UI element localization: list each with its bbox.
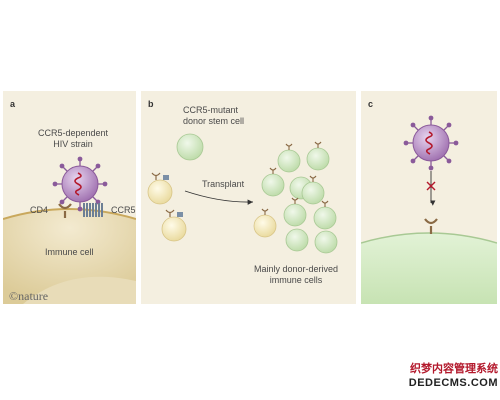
green-immune-cell xyxy=(361,233,497,304)
cell-membrane xyxy=(3,208,136,220)
hiv-virus-blocked xyxy=(403,115,459,171)
cd4-receptor xyxy=(58,203,72,218)
patient-cell-2 xyxy=(161,209,187,242)
panel-b-label: b xyxy=(148,99,154,109)
virus-label-line1: CCR5-dependent xyxy=(37,128,109,138)
hiv-virus xyxy=(52,156,108,212)
donor-label-line2: donor stem cell xyxy=(183,116,245,126)
panel-a-label: a xyxy=(10,99,16,109)
panel-a-illustration xyxy=(3,156,136,304)
transplant-label: Transplant xyxy=(202,179,245,189)
nucleus-edge xyxy=(23,276,136,304)
panel-c-label: c xyxy=(368,99,374,109)
panel-b-illustration xyxy=(147,133,338,254)
donor-label-line1: CCR5-mutant xyxy=(183,105,239,115)
patient-cell-1 xyxy=(147,172,173,205)
panel-b: b CCR5-mutant donor stem cell Transplant… xyxy=(141,91,356,304)
panel-c-illustration xyxy=(361,115,497,304)
result-label-line2: immune cells xyxy=(269,275,323,285)
green-cell-membrane xyxy=(361,232,497,244)
donor-derived-cells xyxy=(261,147,338,254)
virus-label-line2: HIV strain xyxy=(53,139,93,149)
watermark: 织梦内容管理系统 DEDECMS.COM xyxy=(388,362,498,390)
ccr5-coreceptor xyxy=(83,203,103,217)
result-label-line1: Mainly donor-derived xyxy=(253,264,339,274)
watermark-line1: 织梦内容管理系统 xyxy=(410,362,498,375)
remaining-patient-cell xyxy=(253,214,277,238)
ccr5-label: CCR5 xyxy=(111,205,136,215)
watermark-line2: DEDECMS.COM xyxy=(408,377,498,389)
panel-c: c xyxy=(361,91,497,304)
cd4-label: CD4 xyxy=(30,205,49,215)
cell-receptors xyxy=(261,141,329,215)
immune-cell-label: Immune cell xyxy=(45,247,94,257)
viral-rna xyxy=(74,172,82,196)
nature-logo: ©nature xyxy=(9,289,49,303)
panel-a: a CCR5-dependent HIV strain CD4 CCR5 Imm… xyxy=(3,91,136,304)
blocked-cross-icon xyxy=(426,181,436,191)
transplant-arrow xyxy=(184,190,254,205)
cd4-receptor-c xyxy=(424,218,438,234)
donor-stem-cell xyxy=(176,133,204,161)
